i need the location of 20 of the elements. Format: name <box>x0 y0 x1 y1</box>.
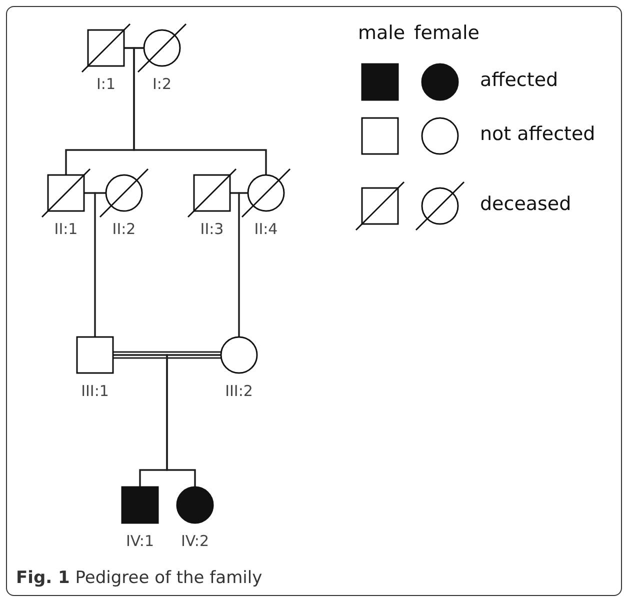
individual-id: III:1 <box>81 382 109 400</box>
individual-id: I:2 <box>152 75 172 93</box>
individual-id: IV:2 <box>180 532 210 550</box>
column-header: male <box>358 22 406 44</box>
legend-label: not affected <box>480 123 596 145</box>
figure-caption: Fig. 1 Pedigree of the family <box>16 568 262 588</box>
column-header: female <box>414 22 480 44</box>
legend-label: deceased <box>480 193 572 215</box>
individual-id: II:1 <box>54 220 78 238</box>
individual-id: I:1 <box>96 75 116 93</box>
pedigree-line <box>166 354 221 487</box>
individual-id: II:4 <box>254 220 278 238</box>
legend-label: affected <box>480 69 558 91</box>
individual-id: II:2 <box>112 220 136 238</box>
individual-id: II:3 <box>200 220 224 238</box>
pedigree-line <box>238 192 248 337</box>
individual-id: III:2 <box>225 382 253 400</box>
pedigree-line <box>94 192 106 337</box>
consanguineous-marriage-line <box>112 351 222 359</box>
individual-id: IV:1 <box>126 532 154 550</box>
